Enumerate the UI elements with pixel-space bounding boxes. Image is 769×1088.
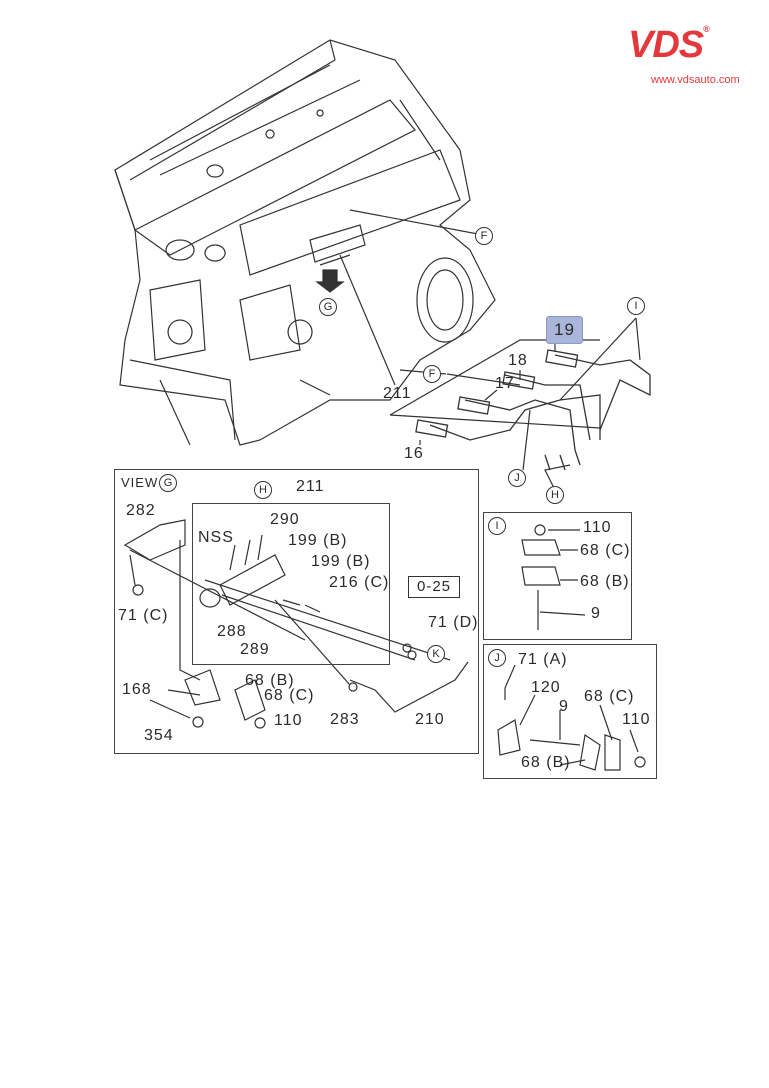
label-71c: 71 (C) — [118, 607, 169, 624]
detail-j-circle: J — [488, 649, 506, 667]
detail-i-68c: 68 (C) — [580, 542, 631, 559]
label-354: 354 — [144, 727, 174, 744]
detail-i-9: 9 — [591, 605, 601, 622]
label-110: 110 — [274, 712, 303, 729]
callout-i: I — [627, 297, 645, 315]
callout-211: 211 — [383, 385, 412, 402]
callout-17: 17 — [495, 375, 515, 392]
detail-j-drawing — [497, 664, 646, 771]
callout-h: H — [546, 486, 564, 504]
callout-j: J — [508, 469, 526, 487]
logo-url: www.vdsauto.com — [651, 74, 740, 86]
label-199b-2: 199 (B) — [311, 553, 371, 570]
detail-j-panel — [483, 644, 657, 779]
detail-i-panel — [483, 512, 632, 640]
callout-18: 18 — [508, 352, 528, 369]
label-k: K — [427, 645, 445, 663]
detail-i-68b: 68 (B) — [580, 573, 630, 590]
callout-f-top: F — [475, 227, 493, 245]
label-289: 289 — [240, 641, 270, 658]
detail-i-110: 110 — [583, 519, 612, 536]
label-68c: 68 (C) — [264, 687, 315, 704]
callout-19-highlighted[interactable]: 19 — [546, 316, 583, 344]
detail-j-68b: 68 (B) — [521, 754, 571, 771]
detail-i-circle: I — [488, 517, 506, 535]
label-211: 211 — [296, 478, 325, 495]
view-title-circle: G — [159, 474, 177, 492]
engine-block-drawing — [114, 39, 496, 446]
label-290: 290 — [270, 511, 300, 528]
label-288: 288 — [217, 623, 247, 640]
view-title: VIEW — [121, 475, 159, 490]
label-68b: 68 (B) — [245, 672, 295, 689]
label-71d: 71 (D) — [428, 614, 479, 631]
assembly-211-box — [192, 503, 390, 665]
detail-j-68c: 68 (C) — [584, 688, 635, 705]
label-283: 283 — [330, 711, 360, 728]
reference-0-25[interactable]: 0-25 — [408, 576, 460, 598]
logo-reg-mark: ® — [703, 24, 710, 34]
detail-i-drawing — [521, 524, 586, 630]
detail-j-120: 120 — [531, 679, 561, 696]
label-216c: 216 (C) — [329, 574, 390, 591]
leader-lines — [339, 209, 641, 491]
detail-j-110: 110 — [622, 711, 651, 728]
label-168: 168 — [122, 681, 152, 698]
detail-j-9: 9 — [559, 698, 569, 715]
logo-text: VDS — [628, 24, 704, 66]
detail-j-71a: 71 (A) — [518, 651, 568, 668]
callout-f-pipe: F — [423, 365, 441, 383]
callout-16: 16 — [404, 445, 424, 462]
view-g-drawing — [123, 519, 469, 729]
label-210: 210 — [415, 711, 445, 728]
vds-logo: VDS® — [628, 24, 710, 67]
callout-g: G — [319, 298, 337, 316]
label-282: 282 — [126, 502, 156, 519]
view-g-panel — [114, 469, 479, 754]
label-h: H — [254, 481, 272, 499]
label-199b-1: 199 (B) — [288, 532, 348, 549]
injection-pipes — [415, 349, 651, 471]
label-nss: NSS — [198, 529, 234, 546]
